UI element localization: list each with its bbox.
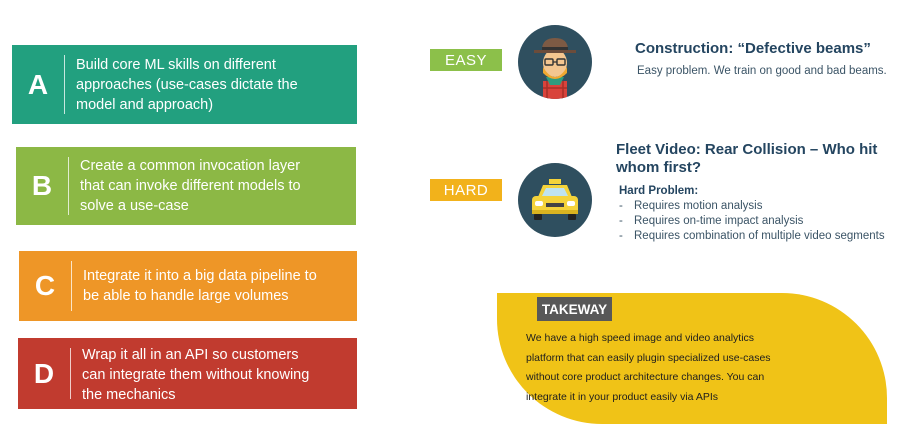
takeaway-line: We have a high speed image and video ana… [526,332,755,344]
hard-badge: HARD [430,179,502,201]
step-line: Create a common invocation layer [80,158,301,174]
list-item: -Requires motion analysis [619,200,763,212]
list-item-text: Requires motion analysis [634,200,763,212]
step-letter: A [27,68,49,100]
step-line: Build core ML skills on different [76,56,276,73]
divider [68,157,69,215]
takeaway-line: integrate it in your product easily via … [526,390,719,403]
step-line: can integrate them without knowing [82,366,310,383]
divider [71,261,72,311]
step-letter: B [31,170,53,201]
takeaway-line: platform that can easily plugin speciali… [526,351,771,364]
hard-title-line: whom first? [616,159,701,176]
step-line: model and approach) [76,96,214,113]
easy-title: Construction: “Defective beams” [635,40,871,57]
step-d-box: D Wrap it all in an API so customers can… [18,338,357,409]
step-c-box: C Integrate it into a big data pipeline … [19,251,357,321]
step-letter: C [34,270,56,301]
list-item-text: Requires combination of multiple video s… [634,230,885,242]
takeaway-tag: TAKEWAY [537,297,612,321]
step-line: be able to handle large volumes [83,288,289,304]
hard-title: Fleet Video: Rear Collision – Who hit wh… [616,141,896,177]
list-item-text: Requires on-time impact analysis [634,215,804,227]
step-line: the mechanics [82,386,176,403]
step-text: Integrate it into a big data pipeline to… [83,251,349,321]
takeaway-line: without core product architecture change… [526,371,765,383]
step-text: Create a common invocation layer that ca… [80,147,348,225]
takeaway-text: We have a high speed image and video ana… [526,329,796,407]
step-line: that can invoke different models to [80,178,301,194]
step-text: Wrap it all in an API so customers can i… [82,344,349,405]
taxi-icon [518,163,592,237]
hard-subtitle: Hard Problem: [619,185,699,197]
step-a-box: A Build core ML skills on different appr… [12,45,357,124]
hard-title-line: Fleet Video: Rear Collision – Who hit [616,141,878,158]
step-letter: D [33,357,55,389]
easy-badge: EASY [430,49,502,71]
step-line: Integrate it into a big data pipeline to [83,268,317,284]
step-line: Wrap it all in an API so customers [82,346,299,363]
hard-requirements-list: -Requires motion analysis -Requires on-t… [619,199,885,244]
list-item: -Requires combination of multiple video … [619,230,885,242]
step-b-box: B Create a common invocation layer that … [16,147,356,225]
step-text: Build core ML skills on different approa… [76,45,349,124]
divider [70,348,71,399]
divider [64,55,65,114]
easy-description: Easy problem. We train on good and bad b… [637,65,887,77]
worker-avatar-icon [518,25,592,99]
step-line: approaches (use-cases dictate the [76,76,298,93]
step-line: solve a use-case [80,198,189,214]
list-item: -Requires on-time impact analysis [619,215,804,227]
